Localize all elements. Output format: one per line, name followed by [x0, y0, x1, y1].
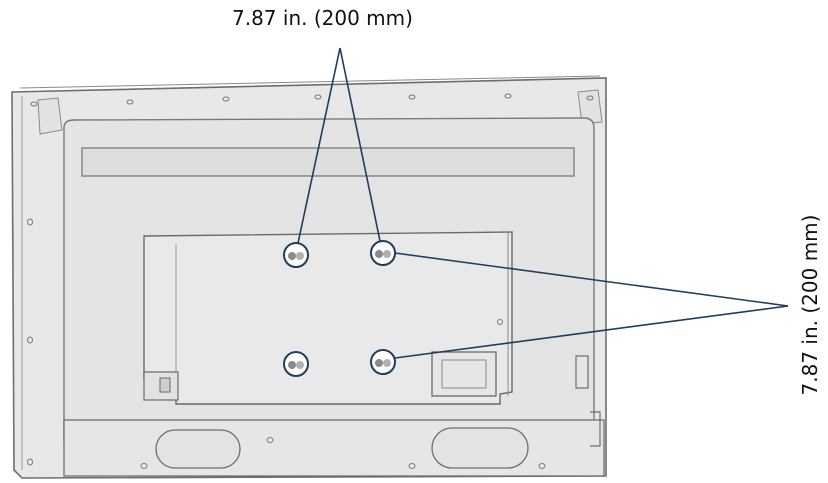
horizontal-spacing-leader-right	[339, 47, 381, 242]
housing-screw	[314, 94, 322, 100]
housing-screw	[140, 463, 148, 469]
housing-screw	[266, 437, 274, 443]
vertical-spacing-leader-top	[394, 252, 789, 307]
tv-left-corner-tab	[37, 97, 63, 135]
tv-top-vent-slot	[81, 147, 575, 177]
housing-screw	[504, 93, 512, 99]
horizontal-spacing-label: 7.87 in. (200 mm)	[232, 6, 413, 30]
housing-screw	[497, 319, 503, 325]
tv-left-connector-port	[159, 377, 171, 393]
housing-screw	[27, 458, 33, 466]
tv-right-edge-bump	[590, 411, 601, 447]
vesa-mount-holes	[283, 240, 396, 377]
tv-right-corner-tab	[577, 89, 603, 125]
tv-right-port-detail	[441, 359, 487, 389]
vesa-hole-top-left	[283, 242, 309, 268]
vertical-spacing-label: 7.87 in. (200 mm)	[798, 214, 822, 396]
tv-right-speaker-grille	[431, 427, 529, 469]
tv-right-port-bay	[431, 351, 497, 397]
housing-screw	[126, 99, 134, 105]
housing-screw	[30, 101, 38, 107]
housing-screw	[27, 336, 33, 344]
vesa-callout-lines	[297, 47, 789, 359]
housing-screw	[222, 96, 230, 102]
housing-screw	[27, 218, 33, 226]
vesa-hole-bottom-right	[370, 349, 396, 375]
tv-side-connector	[575, 355, 589, 389]
housing-screw	[586, 95, 594, 101]
tv-left-speaker-grille	[155, 429, 241, 469]
tv-top-rim	[19, 75, 601, 89]
tv-housing-screws	[27, 93, 594, 469]
housing-screw	[408, 94, 416, 100]
vesa-hole-bottom-left	[283, 351, 309, 377]
housing-screw	[538, 463, 546, 469]
vertical-spacing-leader-bottom	[394, 305, 789, 359]
vesa-hole-top-right	[370, 240, 396, 266]
housing-screw	[408, 463, 416, 469]
horizontal-spacing-leader-left	[297, 47, 341, 244]
